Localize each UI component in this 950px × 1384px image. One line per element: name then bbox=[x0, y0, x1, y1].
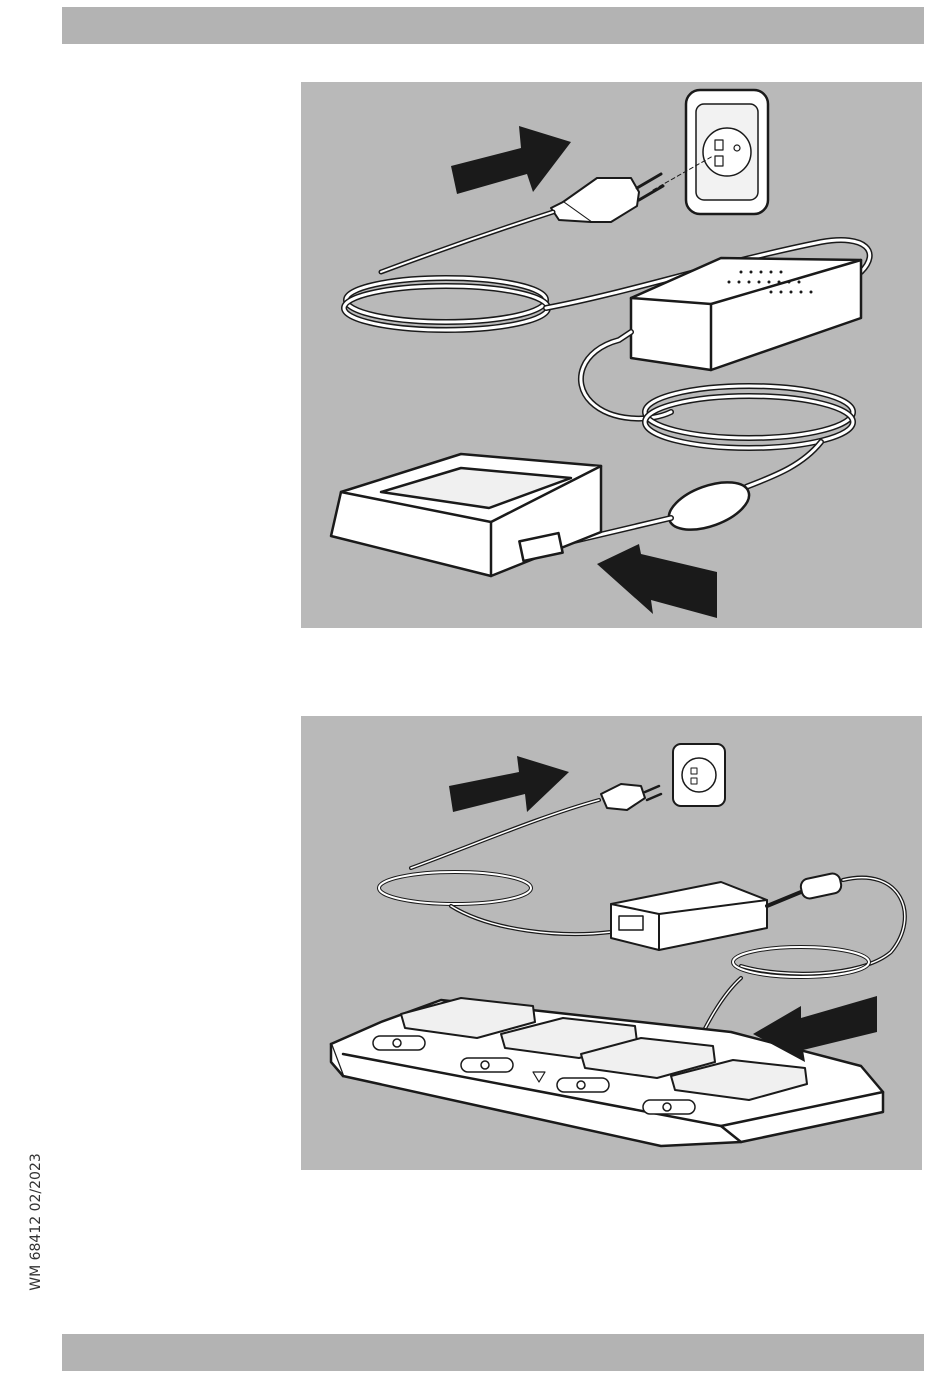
figure-multi-charger bbox=[301, 716, 922, 1170]
figure-single-charger bbox=[301, 82, 922, 628]
ferrite-core-icon bbox=[799, 872, 842, 900]
arrow-to-socket-icon bbox=[451, 126, 571, 194]
charging-cradle-icon bbox=[331, 454, 601, 576]
wall-socket-icon bbox=[686, 90, 768, 214]
multi-charger-illustration bbox=[301, 716, 922, 1170]
arrow-to-cradle-icon bbox=[597, 544, 717, 618]
ferrite-core-icon bbox=[663, 473, 756, 539]
power-supply-icon bbox=[631, 258, 861, 370]
footer-bar bbox=[62, 1334, 924, 1371]
wall-socket-icon bbox=[673, 744, 725, 806]
arrow-to-socket-icon bbox=[449, 756, 569, 812]
power-supply-icon bbox=[611, 882, 767, 950]
mains-plug-icon bbox=[601, 784, 661, 810]
mains-plug-icon bbox=[551, 174, 663, 222]
header-bar bbox=[62, 7, 924, 44]
single-charger-illustration bbox=[301, 82, 922, 628]
document-code: WM 68412 02/2023 bbox=[28, 1153, 44, 1291]
